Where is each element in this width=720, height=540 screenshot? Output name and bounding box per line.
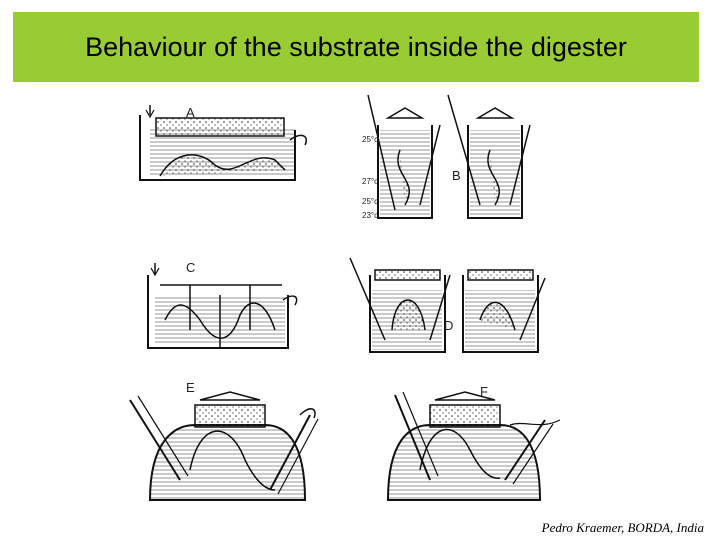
slide-title: Behaviour of the substrate inside the di… <box>85 31 627 62</box>
panel-label-e: E <box>186 380 195 395</box>
panel-label-b: B <box>452 168 461 183</box>
panel-e-digester <box>129 391 319 501</box>
panel-b-digester <box>367 94 531 219</box>
panel-label-f: F <box>480 384 488 399</box>
title-bar: Behaviour of the substrate inside the di… <box>13 12 699 82</box>
panel-c-digester <box>147 263 298 349</box>
temperature-label: 23°c <box>362 211 378 220</box>
temperature-label: 25°c <box>362 135 378 144</box>
panel-d-digester <box>349 257 546 353</box>
panel-label-c: C <box>186 260 195 275</box>
panel-label-a: A <box>186 105 195 120</box>
panel-f-digester <box>386 391 561 501</box>
temperature-label: 27°c <box>362 177 378 186</box>
panel-a-digester <box>139 105 307 181</box>
panel-label-d: D <box>444 318 453 333</box>
temperature-label: 25°c <box>362 197 378 206</box>
credit-text: Pedro Kraemer, BORDA, India <box>541 520 704 535</box>
